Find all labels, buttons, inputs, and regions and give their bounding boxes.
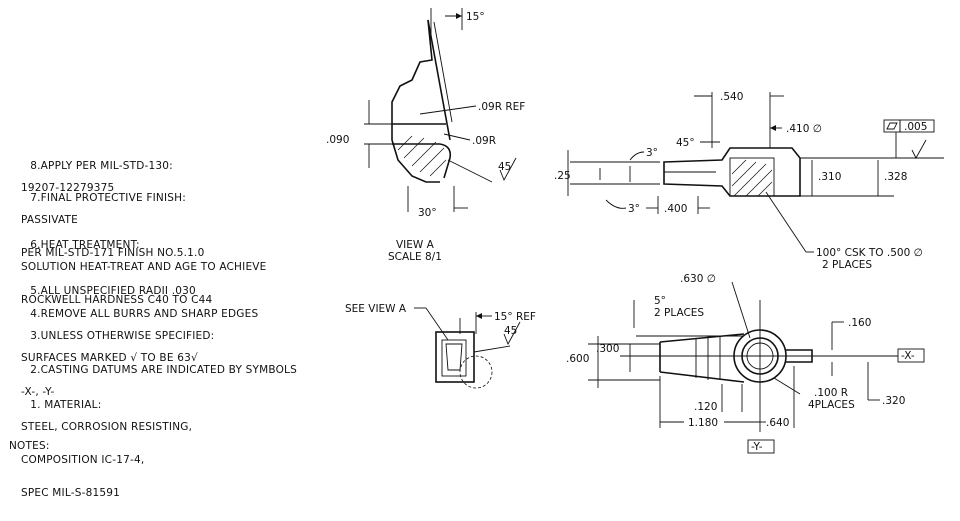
plan-view-datum-y-label: -Y- xyxy=(751,441,763,453)
side-view: .540 45° .410 ∅ .005 3° .25 xyxy=(554,91,944,271)
view-a-break-outline xyxy=(391,19,440,183)
plan-view-tip-width-label: .300 xyxy=(596,343,619,355)
plan-view-overall-width-label: .600 xyxy=(566,353,589,365)
side-view-hole-dia-label: .410 ∅ xyxy=(786,123,822,135)
view-a-flank-inner xyxy=(433,21,453,123)
drawing-canvas: .090 15° .09R REF .09R 45 30° VIEW A S xyxy=(326,8,944,454)
plan-view-boss-label: .160 xyxy=(848,317,871,329)
side-view-hatching xyxy=(731,159,773,197)
side-view-thickness-a-label: .310 xyxy=(818,171,841,183)
side-view-flatness-symbol-box xyxy=(883,119,901,133)
view-a-angle-bottom-label: 30° xyxy=(418,207,437,219)
detail-angle-ref-label: 15° REF xyxy=(494,311,536,323)
plan-view-datum-offset-label: .320 xyxy=(882,395,905,407)
note-6-line-2: SOLUTION HEAT-TREAT AND AGE TO ACHIEVE xyxy=(21,261,267,273)
plan-view-hole-dia-label: .630 ∅ xyxy=(680,273,716,285)
side-view-csk-label: 100° CSK TO .500 ∅ xyxy=(816,247,923,259)
detail-finish-label: 45 xyxy=(504,325,517,337)
note-1-line-3: COMPOSITION IC-17-4, xyxy=(21,454,145,466)
plan-view: -X- .630 ∅ 5° 2 PLACES .160 .300 .600 xyxy=(566,273,925,454)
plan-view-arm xyxy=(659,333,745,383)
note-7-line-3: PER MIL-STD-171 FINISH NO.5.1.0 xyxy=(21,247,205,259)
plan-view-datum-x-label: -X- xyxy=(901,350,915,362)
note-2-line-2: -X-, -Y- xyxy=(21,386,55,398)
side-view-flatness-label: .005 xyxy=(904,121,927,133)
plan-view-center-dist-label: .640 xyxy=(766,417,789,429)
note-5: 5.ALL UNSPECIFIED RADII .030 xyxy=(9,275,196,308)
detail-see-view-label: SEE VIEW A xyxy=(345,303,407,315)
view-a-flank xyxy=(427,19,451,141)
detail-view: SEE VIEW A 15° REF 45 xyxy=(345,303,536,389)
view-a-thickness-label: .090 xyxy=(326,134,349,146)
plan-view-step-label: .120 xyxy=(694,401,717,413)
view-a-radius-label: .09R xyxy=(472,135,496,147)
side-view-thickness-b-label: .328 xyxy=(884,171,907,183)
note-1-line-4: SPEC MIL-S-81591 xyxy=(21,487,120,499)
note-2-line-1: 2.CASTING DATUMS ARE INDICATED BY SYMBOL… xyxy=(30,364,297,376)
note-8: 8.APPLY PER MIL-STD-130: 19207-12279375 xyxy=(9,150,173,216)
side-view-outline xyxy=(663,147,801,197)
notes-title: NOTES: xyxy=(9,440,50,452)
note-5-line-1: 5.ALL UNSPECIFIED RADII .030 xyxy=(30,285,196,297)
note-3-line-2: SURFACES MARKED √ TO BE 63√ xyxy=(21,352,198,364)
note-3-line-1: 3.UNLESS OTHERWISE SPECIFIED: xyxy=(30,330,215,342)
view-a-radius-ref-label: .09R REF xyxy=(478,101,525,113)
plan-view-radius-label: .100 R xyxy=(814,387,848,399)
note-4: 4.REMOVE ALL BURRS AND SHARP EDGES xyxy=(9,298,258,331)
note-7: 7.FINAL PROTECTIVE FINISH: PASSIVATE PER… xyxy=(9,182,204,281)
side-view-angle-label: 45° xyxy=(676,137,695,149)
side-view-width-top-label: .540 xyxy=(720,91,743,103)
plan-view-datum-y-box xyxy=(747,439,775,454)
detail-outline xyxy=(435,331,475,383)
note-4-line-1: 4.REMOVE ALL BURRS AND SHARP EDGES xyxy=(30,308,259,320)
note-2: 2.CASTING DATUMS ARE INDICATED BY SYMBOL… xyxy=(9,354,297,420)
view-a-finish-label: 45 xyxy=(498,161,511,173)
note-8-line-2: 19207-12279375 xyxy=(21,182,115,194)
note-6-line-3: ROCKWELL HARDNESS C40 TO C44 xyxy=(21,294,213,306)
side-view-draft-top-label: 3° xyxy=(646,147,658,159)
view-a-radius xyxy=(439,143,452,179)
plan-view-taper-places-label: 2 PLACES xyxy=(654,307,704,319)
plan-view-taper-label: 5° xyxy=(654,295,666,307)
note-7-line-2: PASSIVATE xyxy=(21,214,78,226)
note-1-line-2: STEEL, CORROSION RESISTING, xyxy=(21,421,193,433)
note-7-line-1: 7.FINAL PROTECTIVE FINISH: xyxy=(30,192,186,204)
note-3: 3.UNLESS OTHERWISE SPECIFIED: SURFACES M… xyxy=(9,320,214,386)
side-view-csk-places-label: 2 PLACES xyxy=(822,259,872,271)
view-a-caption-title: VIEW A xyxy=(396,239,435,251)
drawing-sheet: 8.APPLY PER MIL-STD-130: 19207-12279375 … xyxy=(9,8,944,499)
side-view-offset-label: .400 xyxy=(664,203,687,215)
note-1-line-1: 1. MATERIAL: xyxy=(30,399,102,411)
side-view-flatness-value-box xyxy=(899,119,935,133)
plan-view-length-label: 1.180 xyxy=(688,417,718,429)
side-view-hole-section xyxy=(729,157,775,197)
note-8-line-1: 8.APPLY PER MIL-STD-130: xyxy=(30,160,173,172)
view-a: .090 15° .09R REF .09R 45 30° VIEW A S xyxy=(326,8,525,263)
note-6: 6.HEAT TREATMENT: SOLUTION HEAT-TREAT AN… xyxy=(9,229,267,328)
detail-view-a-callout xyxy=(459,355,493,389)
view-a-angle-top-label: 15° xyxy=(466,11,485,23)
note-6-line-1: 6.HEAT TREATMENT: xyxy=(30,239,140,251)
side-view-draft-bottom-label: 3° xyxy=(628,203,640,215)
view-a-caption-scale: SCALE 8/1 xyxy=(388,251,442,263)
side-view-height-label: .25 xyxy=(554,170,571,182)
plan-view-radius-places-label: 4PLACES xyxy=(808,399,855,411)
view-a-hatching xyxy=(397,135,447,177)
plan-view-datum-x-box xyxy=(897,348,925,363)
